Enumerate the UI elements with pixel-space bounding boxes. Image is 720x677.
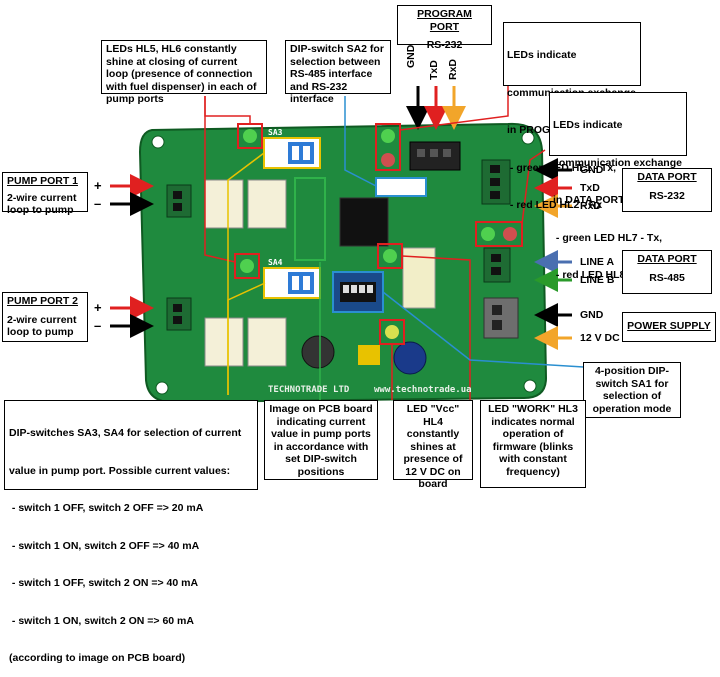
- leds-program-line-0: LEDs indicate: [507, 49, 577, 61]
- dip-sa2-box: DIP-switch SA2 for selection between RS-…: [285, 40, 391, 105]
- sa-line-2: - switch 1 OFF, switch 2 OFF => 20 mA: [9, 502, 204, 514]
- line-b-label: LINE B: [580, 274, 615, 286]
- led-vcc-box: LED "Vcc" HL4 constantly shines at prese…: [393, 400, 473, 490]
- power-supply-title: POWER SUPPLY: [627, 320, 711, 332]
- data-port-485-box: DATA PORT RS-485: [622, 250, 712, 294]
- gnd2-label: GND: [580, 309, 604, 321]
- dip-sa2-text: DIP-switch SA2 for selection between RS-…: [290, 43, 384, 105]
- prog-gnd-label: GND: [405, 44, 417, 68]
- data485-terminal: [483, 247, 511, 283]
- pump2-minus-label: –: [94, 318, 102, 333]
- leds-loop-box: LEDs HL5, HL6 constantly shine at closin…: [101, 40, 267, 105]
- dip-sa3-sa4-box: DIP-switches SA3, SA4 for selection of c…: [4, 400, 258, 664]
- capacitor: [393, 341, 427, 375]
- leds-data-line-2: in DATA PORT:: [553, 194, 627, 206]
- sa-line-5: - switch 1 ON, switch 2 ON => 60 mA: [9, 614, 194, 627]
- data-port-485-title: DATA PORT: [637, 253, 697, 265]
- pcb-diagram-graphics: TECHNOTRADE LTD www.technotrade.ua SA3 S…: [110, 84, 601, 404]
- sa-line-3: - switch 1 ON, switch 2 OFF => 40 mA: [9, 539, 200, 552]
- program-header: [409, 141, 461, 171]
- leds-data-line-1: communication exchange: [553, 156, 682, 169]
- leds-data-line-3: - green LED HL7 - Tx,: [553, 231, 663, 244]
- pump2-plus-label: +: [94, 300, 102, 315]
- leds-program-line-4: - red LED HL2 - Rx: [507, 199, 603, 211]
- data-txd-label: TxD: [580, 182, 600, 194]
- sa-line-1: value in pump port. Possible current val…: [9, 464, 231, 477]
- data-port-232-sub: RS-232: [649, 189, 685, 202]
- sa-line-0: DIP-switches SA3, SA4 for selection of c…: [9, 427, 242, 439]
- dip-sa4: [263, 267, 321, 299]
- pump-port-2-box: PUMP PORT 2 2-wire current loop to pump: [2, 292, 88, 342]
- pump-port-1-box: PUMP PORT 1 2-wire current loop to pump: [2, 172, 88, 216]
- leds-program-box: LEDs indicate communication exchange in …: [503, 22, 641, 211]
- program-port-title: PROGRAM PORT: [417, 8, 472, 33]
- pump-port-2-sub: 2-wire current loop to pump: [7, 313, 77, 339]
- pcb-url-text: www.technotrade.ua: [374, 385, 472, 395]
- dip-sa1-box: 4-position DIP-switch SA1 for selection …: [583, 362, 681, 418]
- power-supply-box: POWER SUPPLY: [622, 312, 716, 342]
- dip-sa1-text: 4-position DIP-switch SA1 for selection …: [592, 365, 672, 415]
- pcb-sa3-label: SA3: [268, 128, 283, 137]
- data-port-485-sub: RS-485: [649, 271, 685, 284]
- prog-rxd-label: RxD: [447, 58, 459, 80]
- mcu-chip: [339, 197, 389, 247]
- data232-terminal: [481, 159, 511, 205]
- pcb-maker-text: TECHNOTRADE LTD: [268, 385, 350, 395]
- line-a-label: LINE A: [580, 256, 615, 268]
- data-port-232-title: DATA PORT: [637, 171, 697, 183]
- program-port-sub: RS-232: [426, 39, 463, 51]
- image-pcb-box: Image on PCB board indicating current va…: [264, 400, 378, 480]
- pointer-lines: [204, 84, 601, 400]
- dip-sa1: [332, 271, 384, 313]
- data-rxd-label: RxD: [580, 200, 602, 212]
- leds: [234, 123, 523, 345]
- pump1-minus-label: –: [94, 196, 102, 211]
- data-port-232-box: DATA PORT RS-232: [622, 168, 712, 212]
- led-work-text: LED "WORK" HL3 indicates normal operatio…: [488, 403, 578, 478]
- pump-port-2-title: PUMP PORT 2: [7, 295, 78, 307]
- dip-sa2: [375, 177, 427, 197]
- sa-line-6: (according to image on PCB board): [9, 652, 186, 664]
- prog-txd-label: TxD: [428, 60, 440, 80]
- sa-line-4: - switch 1 OFF, switch 2 ON => 40 mA: [9, 577, 199, 589]
- led-work-box: LED "WORK" HL3 indicates normal operatio…: [480, 400, 586, 488]
- leds-data-box: LEDs indicate communication exchange in …: [549, 92, 687, 281]
- pcb-sa4-label: SA4: [268, 258, 283, 267]
- relays: [204, 179, 287, 367]
- pump-port-1-title: PUMP PORT 1: [7, 175, 78, 187]
- tant-capacitor: [358, 345, 380, 365]
- pump1-terminal: [166, 184, 192, 218]
- leds-data-line-0: LEDs indicate: [553, 119, 623, 131]
- v12-label: 12 V DC: [580, 332, 620, 344]
- leds-program-line-3: - green LED HL1 - Tx,: [507, 161, 617, 174]
- data-gnd-label: GND: [580, 164, 604, 176]
- dip-sa3: [263, 137, 321, 169]
- pcb-current-table: [294, 177, 326, 261]
- inductor: [301, 335, 335, 369]
- power-terminal: [483, 297, 519, 339]
- led-vcc-text: LED "Vcc" HL4 constantly shines at prese…: [403, 403, 463, 490]
- pump-port-1-sub: 2-wire current loop to pump: [7, 191, 77, 217]
- program-port-box: PROGRAM PORT RS-232: [397, 5, 492, 51]
- pump2-terminal: [166, 297, 192, 331]
- pump1-plus-label: +: [94, 178, 102, 193]
- leds-loop-text: LEDs HL5, HL6 constantly shine at closin…: [106, 43, 257, 105]
- image-pcb-text: Image on PCB board indicating current va…: [269, 403, 373, 478]
